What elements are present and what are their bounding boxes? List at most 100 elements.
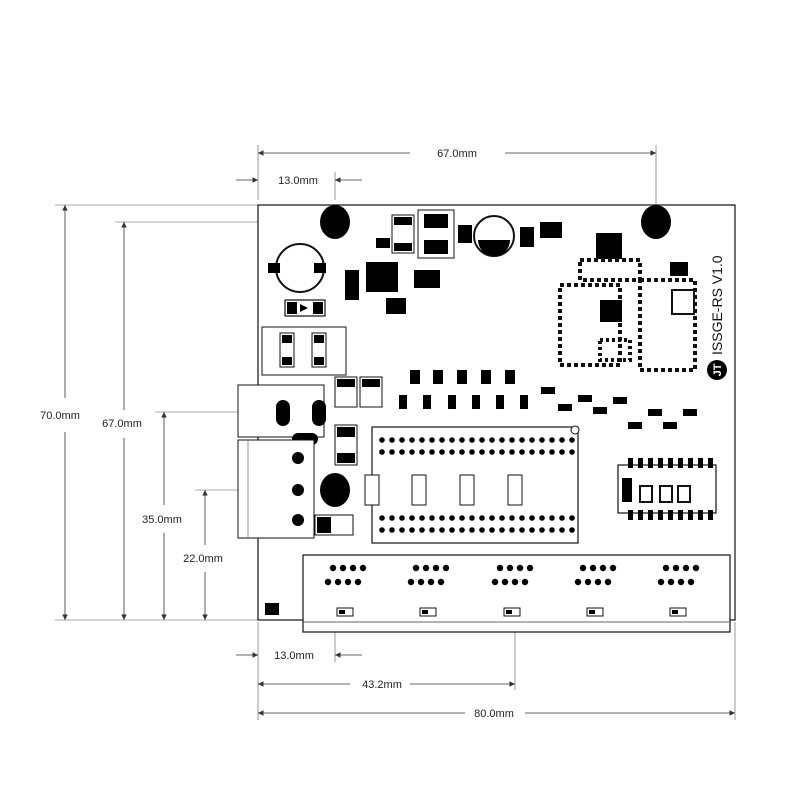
port-led [672,610,678,614]
smd-part [505,370,515,384]
dip-pin [678,510,683,520]
dim-height-mid-label: 35.0mm [142,514,182,526]
smd-part [541,387,555,394]
chip-cluster [558,258,697,372]
header-pin [499,449,505,455]
header-pin [479,449,485,455]
port-pin [496,564,504,572]
port-pin [584,578,592,586]
dip-pin [708,510,713,520]
diode-block [334,376,383,466]
header-pin [449,449,455,455]
smd-part [472,395,480,409]
port-pin [334,578,342,586]
power-connector [237,384,326,539]
dim-bottom-mid-label: 43.2mm [362,679,402,691]
header-pin [519,437,525,443]
dip-pin [698,510,703,520]
header-pin [509,449,515,455]
header-pin [539,527,545,533]
port-pin [516,564,524,572]
dip-pin [638,510,643,520]
header-pin [459,437,465,443]
dip-pin [688,458,693,468]
port-pin [427,578,435,586]
dip-pin [638,458,643,468]
smd-part [613,397,627,404]
port-pin [526,564,534,572]
port-pin [412,564,420,572]
header-pin [459,449,465,455]
smd-part [558,404,572,411]
smd-part [663,422,677,429]
smd-part [399,395,407,409]
dip-pin [648,510,653,520]
port-pin [407,578,415,586]
port-pin [599,564,607,572]
battery-holder [268,243,326,317]
board-label: ISSGE-RS V1.0 [709,255,725,355]
header-pin [559,515,565,521]
dip-pin [668,458,673,468]
smd-part [457,370,467,384]
dip-pin [688,510,693,520]
port-pin [442,564,450,572]
header-pin [459,515,465,521]
header-pin [429,437,435,443]
port-pin [589,564,597,572]
smd-part [683,409,697,416]
header-pin [479,437,485,443]
port-pin [506,564,514,572]
header-pin [479,527,485,533]
header-pin [569,515,575,521]
header-pin [469,449,475,455]
header-pin [429,515,435,521]
header-pin [439,449,445,455]
header-pin [529,527,535,533]
port-pin [359,564,367,572]
header-pin [539,449,545,455]
port-pin [417,578,425,586]
header-pin [529,515,535,521]
header-pin [419,437,425,443]
port-pin [511,578,519,586]
header-pin [379,437,385,443]
dip-pin [678,458,683,468]
header-pin [539,437,545,443]
header-pin [409,515,415,521]
port-pin [349,564,357,572]
header-pin [519,449,525,455]
dimension-lines [55,145,736,720]
small-components [399,370,697,429]
smd-part [520,395,528,409]
port-pin [677,578,685,586]
header-pin [389,527,395,533]
header-pin [469,437,475,443]
header-pin [529,449,535,455]
header-pin [399,515,405,521]
port-pin [609,564,617,572]
top-components [345,209,622,314]
header-pin [379,527,385,533]
header-pin [569,449,575,455]
connector-cap [314,514,354,536]
port-pin [662,564,670,572]
header-pin [389,449,395,455]
header-pin [559,527,565,533]
brand-logo-icon [707,360,727,380]
header-pin [519,515,525,521]
header-pin [389,515,395,521]
dim-top-offset-label: 13.0mm [278,175,318,187]
header-pin [399,527,405,533]
port-pin [339,564,347,572]
smd-part [410,370,420,384]
port-pin [682,564,690,572]
port-pin [422,564,430,572]
smd-part [648,409,662,416]
port-pin [604,578,612,586]
port-led [589,610,595,614]
smd-part [481,370,491,384]
port-pin [501,578,509,586]
port-pin [657,578,665,586]
header-pin [409,527,415,533]
